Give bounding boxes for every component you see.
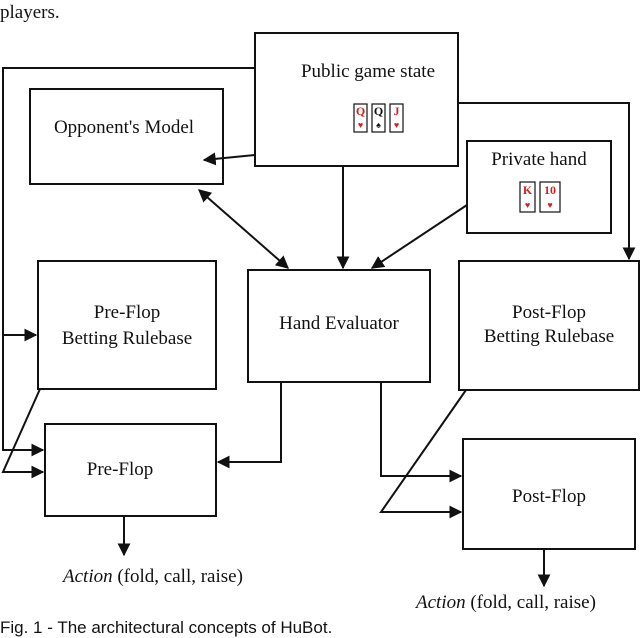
preflop-rulebase-node: Pre-Flop Betting Rulebase — [37, 260, 217, 390]
edge-private-hand-to-hand-evaluator — [370, 204, 468, 269]
heart-icon: ♥ — [547, 200, 552, 210]
public-game-state-node: Public game state — [254, 32, 459, 167]
card-ten-hearts: 10 ♥ — [539, 181, 561, 213]
heart-icon: ♥ — [358, 120, 363, 130]
postflop-rulebase-label-line2: Betting Rulebase — [484, 326, 614, 347]
postflop-node: Post-Flop — [462, 438, 636, 550]
svg-text:J: J — [394, 104, 400, 118]
opponents-model-node: Opponent's Model — [29, 88, 224, 185]
top-text: players. — [0, 2, 60, 23]
card-queen-spades: Q ♠ — [371, 103, 386, 133]
private-hand-node: Private hand — [466, 140, 612, 234]
hand-evaluator-node: Hand Evaluator — [247, 269, 431, 383]
preflop-rulebase-label-line2: Betting Rulebase — [62, 328, 192, 349]
postflop-action-label: Action (fold, call, raise) — [414, 592, 596, 613]
heart-icon: ♥ — [394, 120, 399, 130]
public-cards: Q ♥ Q ♠ J ♥ — [353, 103, 404, 133]
heart-icon: ♥ — [525, 200, 530, 210]
hand-evaluator-label: Hand Evaluator — [279, 313, 399, 334]
preflop-rulebase-label-line1: Pre-Flop — [94, 302, 161, 323]
svg-text:Q: Q — [374, 104, 383, 118]
preflop-action-label: Action (fold, call, raise) — [61, 566, 243, 587]
edge-preflop-rulebase-to-preflop — [1, 388, 45, 479]
edge-opponent-model-hand-evaluator — [198, 189, 289, 269]
edge-postflop-rulebase-to-postflop — [379, 389, 467, 519]
edge-hand-evaluator-to-postflop — [380, 382, 463, 483]
card-jack-hearts: J ♥ — [389, 103, 404, 133]
card-king-hearts: K ♥ — [519, 181, 536, 213]
card-queen-hearts: Q ♥ — [353, 103, 368, 133]
svg-text:K: K — [523, 183, 533, 197]
postflop-rulebase-label-line1: Post-Flop — [512, 302, 586, 323]
private-hand-label: Private hand — [491, 149, 587, 170]
spade-icon: ♠ — [376, 120, 381, 130]
figure-caption: Fig. 1 - The architectural concepts of H… — [0, 618, 332, 637]
preflop-node: Pre-Flop — [44, 423, 217, 517]
preflop-label: Pre-Flop — [87, 459, 154, 480]
edge-public-to-postflop-rulebase — [458, 102, 636, 261]
edge-public-to-preflop-rulebase — [2, 67, 255, 342]
postflop-label: Post-Flop — [512, 486, 586, 507]
svg-text:Q: Q — [356, 104, 365, 118]
opponents-model-label: Opponent's Model — [54, 117, 194, 138]
edge-public-to-preflop — [2, 335, 45, 457]
private-cards: K ♥ 10 ♥ — [519, 181, 561, 213]
svg-text:10: 10 — [544, 183, 556, 197]
edge-public-to-opponent-model — [202, 152, 256, 166]
public-game-state-label: Public game state — [301, 61, 435, 82]
postflop-rulebase-node: Post-Flop Betting Rulebase — [458, 260, 640, 391]
edge-hand-evaluator-to-preflop — [216, 382, 282, 469]
